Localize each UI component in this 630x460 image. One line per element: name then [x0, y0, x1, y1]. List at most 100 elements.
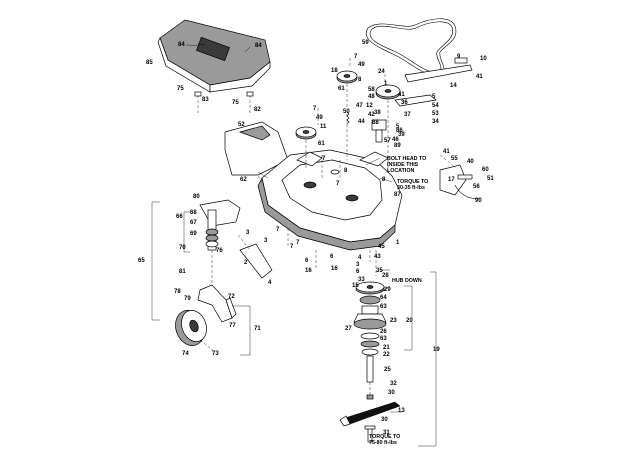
part-label-27: 27: [345, 326, 352, 332]
part-label-8: 8: [358, 77, 362, 83]
part-label-52: 52: [238, 122, 245, 128]
part-label-53: 53: [432, 111, 439, 117]
drive-belt-part: [365, 18, 457, 76]
part-label-7: 7: [290, 244, 294, 250]
part-label-39: 39: [398, 132, 405, 138]
pulley-right-part: [375, 84, 401, 100]
part-label-6: 6: [356, 269, 360, 275]
part-label-10: 10: [480, 56, 487, 62]
part-label-8: 8: [382, 177, 386, 183]
part-label-16: 16: [305, 268, 312, 274]
part-label-30: 30: [381, 417, 388, 423]
part-label-8: 8: [344, 168, 348, 174]
part-label-7: 7: [296, 240, 300, 246]
part-label-48: 48: [368, 94, 375, 100]
part-label-60: 60: [482, 167, 489, 173]
part-label-22: 22: [383, 352, 390, 358]
part-label-76: 76: [216, 248, 223, 254]
part-label-17: 17: [448, 177, 455, 183]
part-label-7: 7: [276, 227, 280, 233]
part-label-49: 49: [316, 115, 323, 121]
part-label-71: 71: [254, 326, 261, 332]
part-label-77: 77: [229, 323, 236, 329]
part-label-4: 4: [358, 255, 362, 261]
part-label-40: 40: [467, 159, 474, 165]
part-label-50: 50: [343, 109, 350, 115]
part-label-41: 41: [398, 92, 405, 98]
part-label-15: 15: [352, 283, 359, 289]
mower-deck-part: [257, 149, 403, 251]
caster-wheel-part: [175, 310, 207, 346]
part-label-51: 51: [487, 176, 494, 182]
part-label-35: 35: [376, 268, 383, 274]
part-label-34: 34: [432, 119, 439, 125]
hub-down-note: HUB DOWN: [392, 278, 422, 284]
part-label-18: 18: [331, 68, 338, 74]
part-label-59: 59: [362, 40, 369, 46]
part-label-65: 65: [138, 258, 145, 264]
part-label-13: 13: [398, 408, 405, 414]
part-label-28: 28: [382, 273, 389, 279]
belt-cover-part: [224, 121, 289, 176]
discharge-bracket-part: [439, 164, 481, 199]
part-label-88: 88: [372, 120, 379, 126]
pulley-center-part: [295, 126, 317, 140]
part-label-1: 1: [384, 81, 388, 87]
part-label-6: 6: [330, 254, 334, 260]
bolt-head-note-line1: BOLT HEAD TO: [387, 156, 426, 162]
part-label-61: 61: [318, 141, 325, 147]
part-label-44: 44: [358, 119, 365, 125]
part-label-75: 75: [177, 86, 184, 92]
part-label-43: 43: [374, 254, 381, 260]
part-label-7: 7: [313, 106, 317, 112]
part-label-74: 74: [182, 351, 189, 357]
part-label-84: 84: [178, 42, 185, 48]
part-label-90: 90: [475, 198, 482, 204]
spring-part: [346, 111, 350, 125]
part-label-30: 30: [388, 390, 395, 396]
part-label-3: 3: [356, 262, 360, 268]
part-label-21: 21: [383, 345, 390, 351]
part-label-70: 70: [179, 245, 186, 251]
pulley-upper-part: [336, 70, 358, 84]
spindle-pulley-part: [355, 281, 385, 295]
part-label-79: 79: [184, 296, 191, 302]
part-label-64: 64: [380, 295, 387, 301]
torque-note-top-line2: 30-35 ft-lbs: [397, 185, 425, 191]
torque-note-top-line1: TORQUE TO: [397, 179, 428, 185]
part-label-54: 54: [432, 103, 439, 109]
part-label-7: 7: [322, 156, 326, 162]
bolt-head-note-line2: INSIDE THIS: [387, 162, 419, 168]
part-label-58: 58: [368, 87, 375, 93]
part-label-20: 20: [406, 318, 413, 324]
part-label-3: 3: [264, 238, 268, 244]
idler-arm-part: [394, 57, 473, 107]
part-label-9: 9: [457, 54, 461, 60]
part-label-11: 11: [320, 124, 327, 130]
part-label-55: 55: [451, 156, 458, 162]
spindle-shaft-part: [366, 355, 374, 395]
part-label-56: 56: [473, 184, 480, 190]
part-label-38: 38: [374, 110, 381, 116]
part-label-26: 26: [380, 329, 387, 335]
part-label-36: 36: [401, 100, 408, 106]
torque-note-bottom-line2: 75-80 ft-lbs: [369, 440, 397, 446]
part-label-87: 87: [394, 192, 401, 198]
part-label-5: 5: [432, 94, 436, 100]
part-label-61: 61: [338, 86, 345, 92]
part-label-42: 42: [368, 112, 375, 118]
part-label-29: 29: [384, 287, 391, 293]
part-label-85: 85: [146, 60, 153, 66]
deck-cover-part: [157, 19, 271, 93]
part-label-32: 32: [390, 381, 397, 387]
part-label-69: 69: [190, 231, 197, 237]
part-label-89: 89: [394, 143, 401, 149]
part-label-75: 75: [232, 100, 239, 106]
part-label-33: 33: [358, 277, 365, 283]
part-label-4: 4: [268, 280, 272, 286]
part-label-83: 83: [202, 97, 209, 103]
part-label-57: 57: [384, 138, 391, 144]
part-label-47: 47: [356, 103, 363, 109]
part-label-12: 12: [366, 103, 373, 109]
